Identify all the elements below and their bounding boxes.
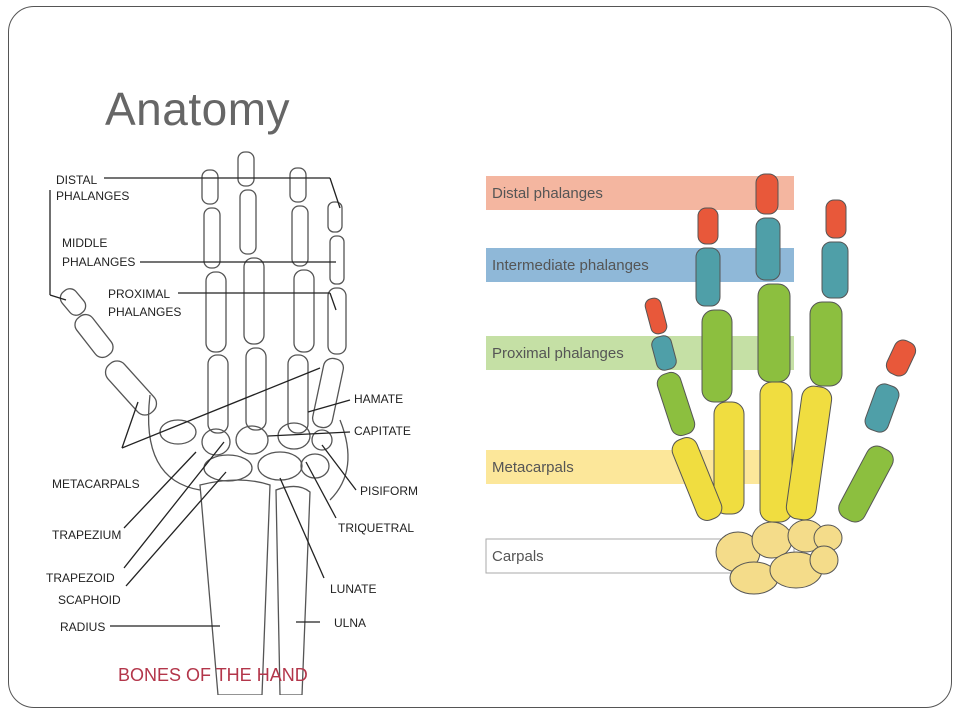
label-metacarpals: METACARPALS [52, 477, 140, 491]
hand-line-drawing: DISTAL PHALANGES MIDDLE PHALANGES PROXIM… [46, 151, 418, 696]
band-proximal [486, 336, 794, 370]
proximal-phalanx-bone [838, 445, 894, 523]
label-middle-1: MIDDLE [62, 236, 107, 250]
proximal-phalanx-bone [656, 371, 696, 437]
metacarpal-bone [785, 385, 833, 521]
hand-bones [644, 173, 917, 595]
label-proximal-1: PROXIMAL [108, 287, 170, 301]
metacarpal-bone [713, 401, 745, 515]
band-label-intermediate: Intermediate phalanges [492, 257, 649, 274]
intermediate-phalanx-bone [695, 247, 721, 307]
carpal-bone [751, 521, 793, 559]
band-distal [486, 176, 794, 210]
label-trapezoid: TRAPEZOID [46, 571, 115, 585]
proximal-phalanx-bone [757, 283, 791, 383]
band-label-carpals: Carpals [492, 548, 544, 565]
label-capitate: CAPITATE [354, 424, 411, 438]
intermediate-phalanx-bone [821, 241, 849, 299]
leader-lines [49, 177, 357, 627]
label-ulna: ULNA [334, 616, 366, 630]
band-label-proximal: Proximal phalanges [492, 345, 624, 362]
label-distal-2: PHALANGES [56, 189, 129, 203]
label-scaphoid: SCAPHOID [58, 593, 121, 607]
intermediate-phalanx-bone [651, 335, 677, 371]
bones-of-hand-diagram: DISTAL PHALANGES MIDDLE PHALANGES PROXIM… [40, 150, 430, 696]
colored-hand-svg: Distal phalanges Intermediate phalanges … [485, 173, 917, 595]
label-lunate: LUNATE [330, 582, 376, 596]
proximal-phalanx-bone [701, 309, 733, 403]
hand-outline [59, 151, 349, 696]
distal-phalanx-bone [885, 339, 917, 377]
distal-phalanx-bone [825, 199, 847, 239]
distal-phalanx-bone [697, 207, 719, 245]
label-distal-1: DISTAL [56, 173, 97, 187]
band-label-metacarpals: Metacarpals [492, 459, 574, 476]
label-proximal-2: PHALANGES [108, 305, 181, 319]
carpal-bone [809, 545, 839, 575]
label-triquetral: TRIQUETRAL [338, 521, 414, 535]
label-radius: RADIUS [60, 620, 105, 634]
distal-phalanx-bone [644, 297, 668, 335]
bands [485, 176, 795, 574]
intermediate-phalanx-bone [864, 383, 900, 433]
distal-phalanx-bone [755, 173, 779, 215]
band-intermediate [486, 248, 794, 282]
proximal-phalanx-bone [809, 301, 843, 387]
slide-title: Anatomy [105, 83, 291, 135]
label-pisiform: PISIFORM [360, 484, 418, 498]
metacarpal-bone [671, 437, 723, 521]
slide-frame [8, 6, 952, 708]
intermediate-phalanx-bone [755, 217, 781, 281]
label-hamate: HAMATE [354, 392, 403, 406]
band-label-distal: Distal phalanges [492, 185, 603, 202]
colored-hand-diagram: Distal phalanges Intermediate phalanges … [478, 150, 948, 600]
label-trapezium: TRAPEZIUM [52, 528, 121, 542]
label-middle-2: PHALANGES [62, 255, 135, 269]
diagram-caption: BONES OF THE HAND [118, 665, 308, 685]
